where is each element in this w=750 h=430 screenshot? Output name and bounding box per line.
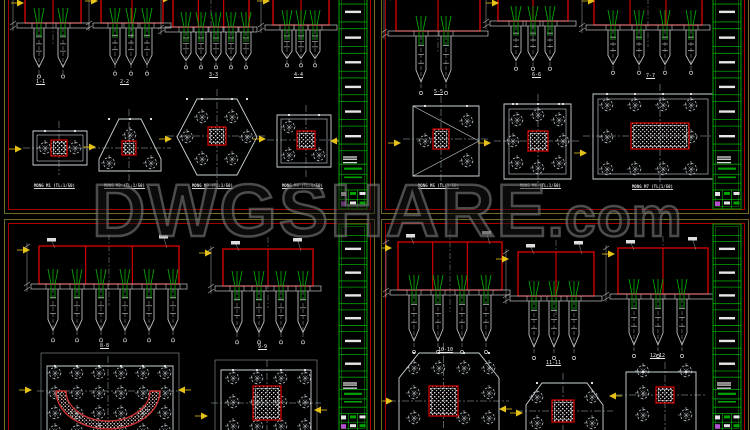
cad-sheet-top-right bbox=[381, 0, 749, 214]
section-label: 6-6 bbox=[532, 72, 542, 78]
sheet-drawing bbox=[382, 0, 742, 210]
plan-title: MONG M6 (TL:1/50) bbox=[520, 183, 561, 188]
section-label: 9-9 bbox=[258, 344, 268, 350]
cad-sheet-top-left bbox=[4, 0, 375, 214]
section-label: 2-2 bbox=[120, 79, 130, 85]
section-label: 3-3 bbox=[209, 72, 219, 78]
cad-sheet-bottom-right bbox=[381, 219, 749, 430]
plan-title: MONG M7 (TL:1/50) bbox=[632, 184, 673, 189]
plan-title: MONG M5 (TL:1/50) bbox=[418, 183, 459, 188]
section-label: 1-1 bbox=[36, 79, 46, 85]
section-label: 5-5 bbox=[434, 89, 444, 95]
plan-title: MONG M4 (TL:1/50) bbox=[282, 183, 323, 188]
plan-title: MONG M2 (TL:1/50) bbox=[104, 183, 145, 188]
section-label: 7-7 bbox=[646, 73, 656, 79]
sheet-drawing bbox=[9, 0, 368, 210]
sheet-drawing bbox=[382, 223, 742, 430]
section-label: 8-8 bbox=[100, 343, 110, 349]
sheet-drawing bbox=[17, 223, 368, 430]
cad-sheet-bottom-left bbox=[4, 219, 375, 430]
section-label: 11-11 bbox=[546, 360, 562, 366]
section-label: 10-10 bbox=[438, 347, 454, 353]
plan-title: MONG M1 (TL:1/50) bbox=[34, 183, 75, 188]
section-label: 4-4 bbox=[294, 72, 304, 78]
plan-title: MONG M3 (TL:1/50) bbox=[192, 183, 233, 188]
section-label: 12-12 bbox=[650, 353, 666, 359]
